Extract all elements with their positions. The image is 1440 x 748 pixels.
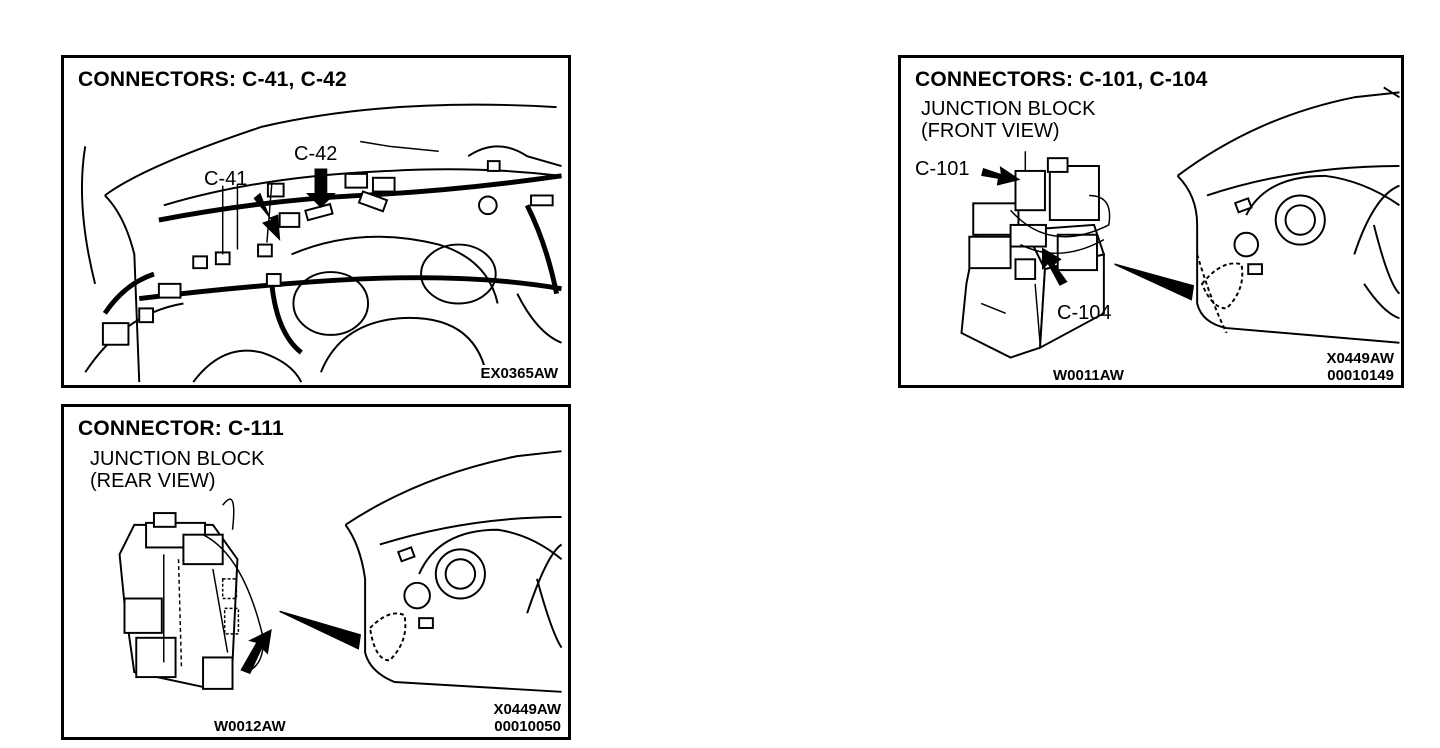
panel-title: CONNECTOR: C-111 xyxy=(78,417,284,440)
panel-connectors-c101-c104: CONNECTORS: C-101, C-104 JUNCTION BLOCK … xyxy=(898,55,1404,388)
panel-title: CONNECTORS: C-101, C-104 xyxy=(915,68,1208,91)
figure-code-right-line1: X0449AW xyxy=(1326,350,1394,367)
figure-code-right-line1: X0449AW xyxy=(493,701,561,718)
figure-code-right-line2: 00010149 xyxy=(1327,367,1394,384)
panel-title: CONNECTORS: C-41, C-42 xyxy=(78,68,347,91)
panel-subtitle-line1: JUNCTION BLOCK xyxy=(921,98,1096,120)
callout-c41: C-41 xyxy=(204,168,248,190)
callout-c42: C-42 xyxy=(294,143,338,165)
panel-subtitle-line1: JUNCTION BLOCK xyxy=(90,448,265,470)
junction-block-rear-drawing xyxy=(118,450,563,693)
figure-code: EX0365AW xyxy=(478,365,560,382)
figure-code-left: W0012AW xyxy=(214,718,286,735)
callout-c101: C-101 xyxy=(915,158,970,180)
junction-block-front-drawing xyxy=(960,86,1401,359)
panel-subtitle-line2: (FRONT VIEW) xyxy=(921,120,1060,142)
dashboard-harness-drawing xyxy=(80,103,562,383)
panel-subtitle-line2: (REAR VIEW) xyxy=(90,470,216,492)
figure-code-left: W0011AW xyxy=(1053,367,1124,384)
panel-connectors-c41-c42: CONNECTORS: C-41, C-42 C-41 C-42 EX0365A… xyxy=(61,55,571,388)
panel-connector-c111: CONNECTOR: C-111 JUNCTION BLOCK (REAR VI… xyxy=(61,404,571,740)
callout-c104: C-104 xyxy=(1057,302,1112,324)
figure-code-right-line2: 00010050 xyxy=(494,718,561,735)
